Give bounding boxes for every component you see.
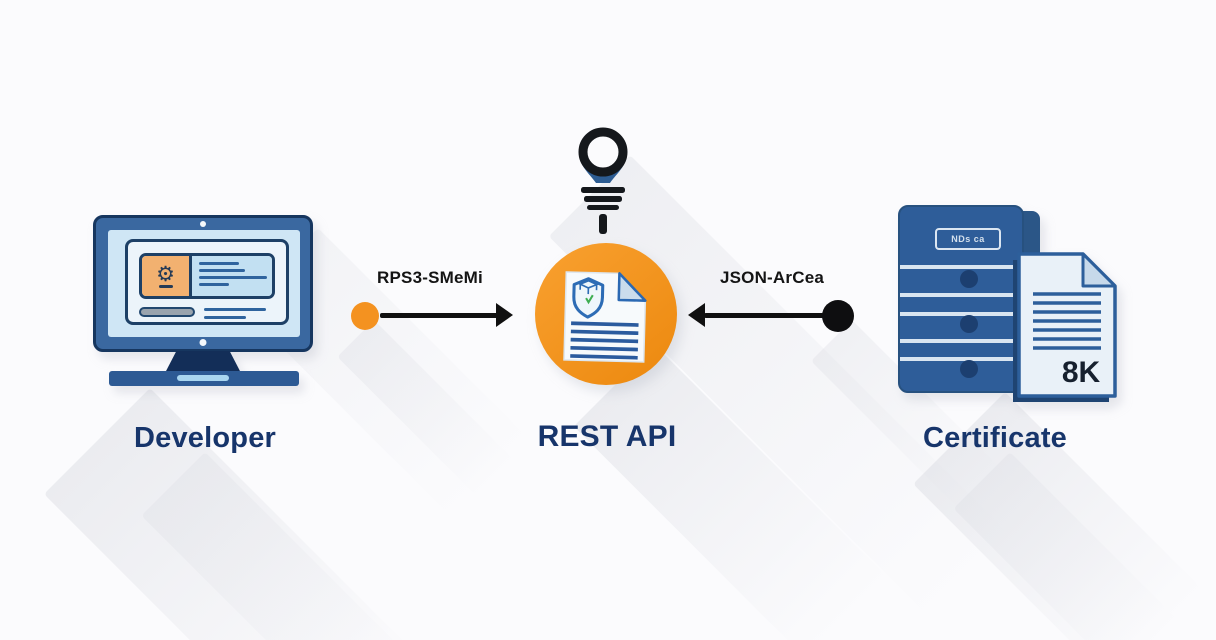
server-tag-label: NDs ca <box>935 228 1001 250</box>
certificate-node: NDs ca 8K <box>898 205 1128 405</box>
shadow-band <box>141 452 418 640</box>
stand-base-slot <box>177 375 229 381</box>
connection-label-request: RPS3-SMeMi <box>377 268 483 287</box>
screen-panels: ⚙ <box>139 253 275 299</box>
gear-icon: ⚙ <box>156 263 175 286</box>
node-label-developer: Developer <box>133 422 277 454</box>
connection-label-response: JSON-ArCea <box>719 268 825 287</box>
connection-origin-dot <box>822 300 854 332</box>
text-line <box>204 308 266 311</box>
text-line <box>199 276 267 279</box>
shield-icon <box>572 277 605 319</box>
node-label-certificate: Certificate <box>922 422 1068 454</box>
server-divider <box>900 312 1022 316</box>
monitor-icon: ⚙ <box>93 215 313 352</box>
power-dot-icon <box>199 339 207 346</box>
text-line <box>199 269 245 272</box>
server-drive-dot <box>960 360 978 378</box>
progress-pill <box>139 307 195 317</box>
certificate-document-icon: 8K <box>1013 252 1117 402</box>
text-line <box>199 283 229 286</box>
server-divider <box>900 293 1022 297</box>
api-document-icon <box>563 271 647 363</box>
camera-dot-icon <box>200 221 206 227</box>
monitor-screen: ⚙ <box>108 230 300 337</box>
server-icon: NDs ca <box>898 205 1024 393</box>
text-line <box>204 316 246 319</box>
connection-origin-dot <box>351 302 379 330</box>
connection-line <box>380 313 498 318</box>
arrowhead-right-icon <box>496 303 513 327</box>
monitor-stand-base <box>109 371 299 386</box>
server-divider <box>900 357 1022 361</box>
shadow-band <box>953 452 1180 640</box>
text-line <box>199 262 239 265</box>
cube-icon <box>578 279 599 295</box>
monitor-stand-neck <box>165 351 241 373</box>
server-drive-dot <box>960 315 978 333</box>
badge-panel: ⚙ <box>142 256 192 296</box>
shadow-band <box>573 345 889 640</box>
server-drive-dot <box>960 270 978 288</box>
server-divider <box>900 265 1022 269</box>
connection-line <box>704 313 824 318</box>
developer-node: ⚙ <box>93 215 313 395</box>
screen-window: ⚙ <box>125 239 289 325</box>
lightbulb-icon <box>578 127 628 234</box>
text-panel <box>192 256 272 296</box>
gear-base <box>158 285 173 288</box>
node-label-rest-api: REST API <box>537 420 677 453</box>
doc-size-label: 8K <box>1062 356 1101 389</box>
server-divider <box>900 339 1022 343</box>
shadow-band <box>337 320 516 499</box>
arrowhead-left-icon <box>688 303 705 327</box>
check-mark-icon <box>585 294 594 305</box>
